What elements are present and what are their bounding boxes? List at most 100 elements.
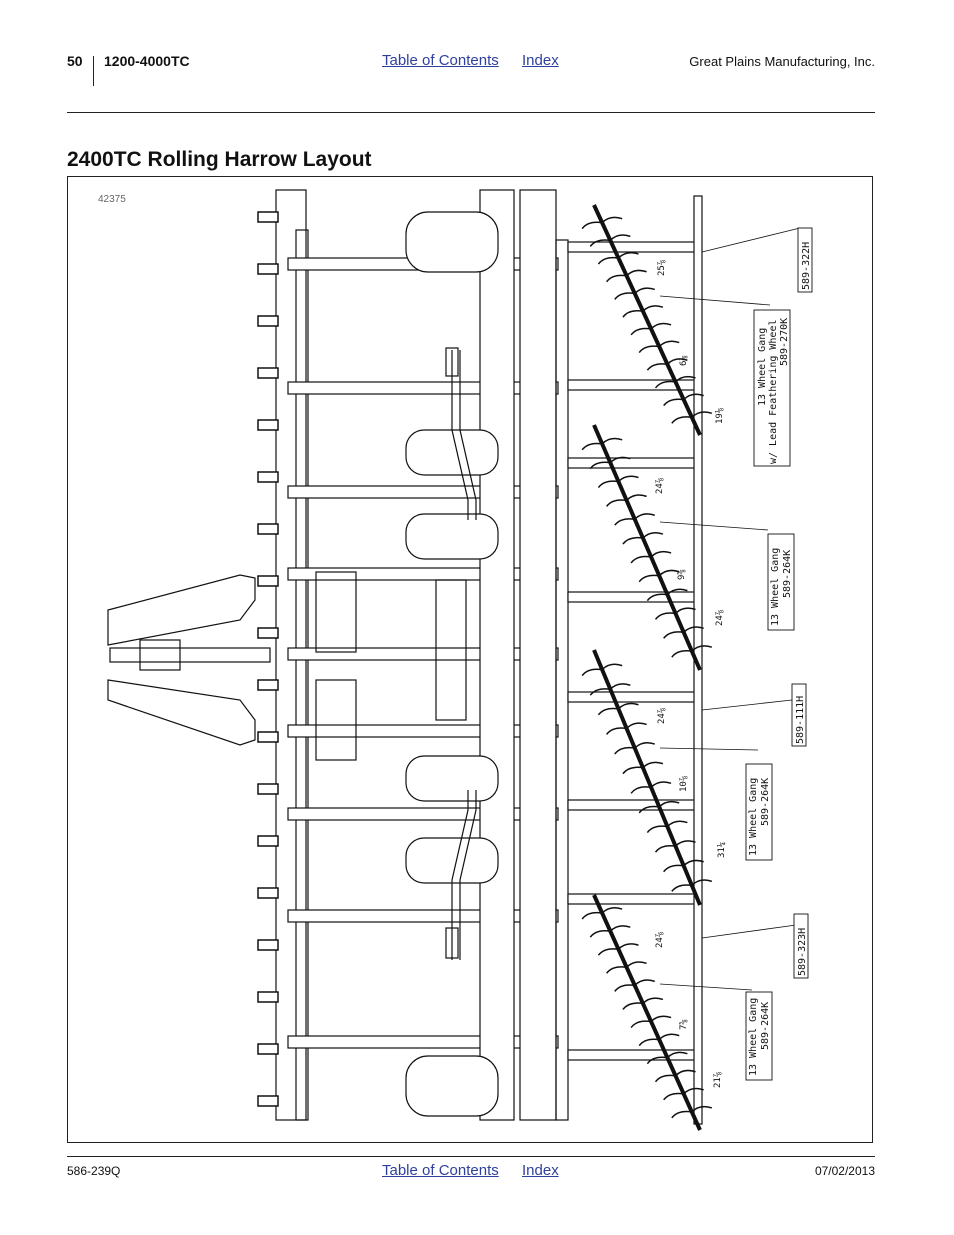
- leading-shank: [257, 835, 279, 847]
- harrow-tine: [671, 879, 713, 892]
- leading-shank: [257, 991, 279, 1003]
- harrow-tine: [622, 761, 664, 775]
- harrow-tine: [671, 645, 713, 658]
- leading-shank: [257, 731, 279, 743]
- callout-gang4-line1: 13 Wheel Gang: [748, 998, 759, 1076]
- leading-shank: [257, 523, 279, 535]
- leading-shank: [257, 783, 279, 795]
- harrow-tine: [589, 234, 631, 247]
- leading-shank: [257, 419, 279, 431]
- callout-589-322H: 589-322H: [801, 242, 812, 290]
- dimension-label: 24⅞: [715, 610, 725, 626]
- callout-589-264K-c: 589-264K: [760, 1002, 771, 1050]
- harrow-tine: [581, 663, 623, 677]
- callout-gang3-line1: 13 Wheel Gang: [748, 778, 759, 856]
- harrow-tine: [581, 907, 623, 920]
- harrow-tine: [622, 305, 664, 318]
- callout-589-270K: 589-270K: [779, 318, 790, 366]
- harrow-tine: [654, 840, 696, 853]
- leading-shank: [257, 315, 279, 327]
- leading-shank: [257, 211, 279, 223]
- harrow-tine: [606, 269, 647, 283]
- page-number: 50: [67, 53, 83, 69]
- harrow-tine: [581, 437, 623, 451]
- callout-589-264K-a: 589-264K: [782, 550, 793, 598]
- harrow-tine: [630, 550, 672, 564]
- harrow-tine: [614, 979, 656, 992]
- dimension-label: 24⅞: [657, 708, 667, 724]
- dimension-label: 24⅞: [655, 932, 665, 948]
- dimension-label: 7⅝: [679, 1019, 689, 1030]
- header-divider: [93, 56, 94, 86]
- harrow-tine: [630, 781, 672, 794]
- dimension-label: 21⅞: [713, 1072, 723, 1088]
- harrow-tine: [614, 513, 656, 526]
- leading-shank: [257, 627, 279, 639]
- dimension-label: 10⅞: [679, 776, 689, 792]
- harrow-tine: [638, 569, 680, 583]
- callout-gang2-line1: 13 Wheel Gang: [770, 548, 781, 626]
- harrow-tine: [654, 375, 696, 389]
- footer-table-of-contents-link[interactable]: Table of Contents: [382, 1162, 499, 1179]
- form-number: 586-239Q: [67, 1164, 121, 1178]
- harrow-tine: [597, 252, 639, 265]
- dimension-label: 9⅝: [677, 569, 687, 580]
- harrow-tine: [597, 943, 639, 956]
- harrow-tine: [581, 216, 623, 230]
- harrow-tine: [663, 859, 704, 873]
- harrow-tine: [646, 588, 688, 602]
- header-table-of-contents-link[interactable]: Table of Contents: [382, 52, 499, 69]
- harrow-tine: [654, 607, 696, 620]
- harrow-tine: [638, 340, 680, 354]
- figure-frame: [67, 176, 873, 1143]
- harrow-tine: [638, 800, 680, 814]
- document-title: 1200-4000TC: [104, 53, 190, 69]
- section-title: 2400TC Rolling Harrow Layout: [67, 148, 372, 171]
- dimension-label: 6⅛: [679, 355, 689, 366]
- harrow-tine: [663, 1087, 704, 1101]
- header-index-link[interactable]: Index: [522, 52, 559, 69]
- dimension-label: 31¼: [717, 842, 727, 858]
- harrow-tine: [646, 1051, 688, 1065]
- leading-shank: [257, 367, 279, 379]
- callout-589-323H: 589-323H: [797, 928, 808, 976]
- harrow-tine: [589, 683, 631, 696]
- harrow-tine: [638, 1033, 680, 1047]
- leading-shank: [257, 887, 279, 899]
- harrow-tine: [630, 322, 672, 336]
- harrow-layout-drawing: 589-322H 13 Wheel Gang w/ Lead Featherin…: [107, 189, 813, 1131]
- leading-shank: [257, 263, 279, 275]
- harrow-tine: [622, 997, 664, 1010]
- leading-shank: [257, 1095, 279, 1107]
- callout-lead-gang-line1: 13 Wheel Gang: [757, 328, 768, 406]
- harrow-tine: [606, 494, 647, 507]
- harrow-tine: [630, 1015, 672, 1029]
- harrow-tine: [589, 456, 631, 470]
- callout-589-264K-b: 589-264K: [760, 778, 771, 826]
- leading-shank: [257, 939, 279, 951]
- harrow-tine: [606, 961, 647, 974]
- leading-shank: [257, 575, 279, 587]
- harrow-tine: [614, 742, 656, 755]
- figure-number: 42375: [98, 194, 126, 205]
- dimension-label: 25⅞: [657, 260, 667, 276]
- company-name: Great Plains Manufacturing, Inc.: [689, 54, 875, 69]
- harrow-tine: [654, 1069, 696, 1083]
- harrow-tine: [597, 702, 639, 716]
- footer-rule: [67, 1156, 875, 1157]
- harrow-tine: [663, 393, 704, 407]
- harrow-tine: [589, 925, 631, 938]
- leading-shank: [257, 679, 279, 691]
- callout-589-111H: 589-111H: [795, 696, 806, 744]
- harrow-tine: [597, 475, 639, 489]
- leading-shank: [257, 471, 279, 483]
- harrow-tine: [671, 411, 713, 424]
- harrow-tine: [663, 626, 704, 639]
- header-rule: [67, 112, 875, 113]
- leading-shank: [257, 1043, 279, 1055]
- harrow-tine: [671, 1105, 713, 1119]
- footer-index-link[interactable]: Index: [522, 1162, 559, 1179]
- dimension-label: 19⅛: [715, 408, 725, 424]
- harrow-tine: [614, 287, 656, 300]
- callout-lead-gang-line2: w/ Lead Feathering Wheel: [768, 320, 779, 465]
